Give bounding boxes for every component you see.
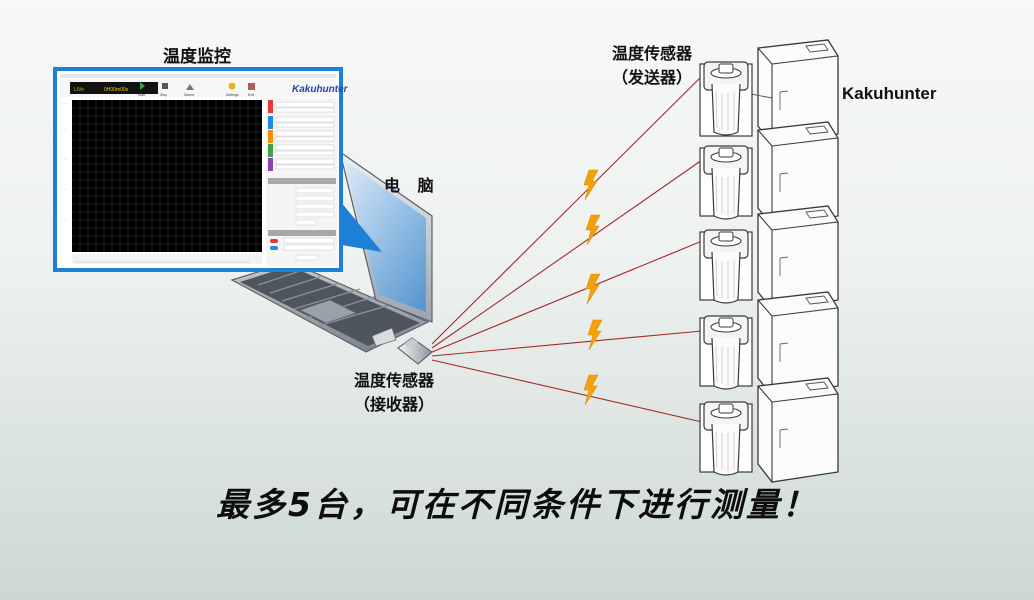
link-2 (431, 159, 703, 349)
exit-icon (248, 83, 255, 90)
lightning-icon (587, 319, 603, 351)
play-icon (140, 82, 145, 90)
lightning-icon (585, 273, 601, 305)
channel-3-marker (268, 130, 273, 143)
lightning-icon (583, 374, 599, 406)
kakuhunter-machine-icon (757, 377, 839, 483)
svg-text:—: — (63, 217, 66, 221)
channel-4-marker (268, 144, 273, 157)
channel-list (268, 100, 335, 171)
device-row-5 (699, 377, 839, 483)
device-row-2 (699, 121, 839, 227)
lightning-icon (585, 214, 601, 246)
link-1 (431, 75, 703, 345)
stop-icon (162, 83, 168, 89)
wireless-links (431, 75, 703, 423)
device-row-1 (699, 39, 839, 145)
receiver-label: 温度传感器 （接收器） (335, 369, 453, 417)
monitor-title: 温度监控 (163, 47, 231, 67)
toolbar-settings: Settings (226, 93, 239, 97)
software-window: LIVe 0H00m00s Start Stop Saved Settings … (53, 67, 382, 272)
sender-label-line1: 温度传感器 (611, 44, 692, 63)
plot-grid (72, 100, 262, 252)
bottom-caption: 最多5台，可在不同条件下进行测量！ (216, 485, 818, 524)
software-logo: Kakuhunter (292, 84, 349, 95)
device-row-4 (699, 291, 839, 397)
channel-5-marker (268, 158, 273, 171)
toolbar-stop: Stop (160, 93, 167, 97)
lightning-group (583, 169, 603, 406)
link-5 (431, 359, 703, 423)
receiver-label-line2: （接收器） (353, 395, 434, 414)
link-4 (431, 330, 703, 357)
svg-text:0H00m00s: 0H00m00s (104, 87, 129, 93)
laptop-icon (230, 150, 433, 353)
channel-1-marker (268, 100, 273, 113)
device-row-3 (699, 205, 839, 311)
usb-receiver-icon (397, 337, 433, 365)
svg-text:—: — (63, 187, 66, 191)
saved-icon (186, 84, 194, 90)
toolbar-saved: Saved (184, 93, 194, 97)
toolbar-exit: Exit (248, 93, 254, 97)
svg-text:—: — (63, 101, 66, 105)
svg-text:—: — (63, 157, 66, 161)
sender-label: 温度传感器 （发送器） (594, 42, 710, 90)
settings-icon (228, 82, 236, 90)
pc-title: 电 脑 (384, 176, 440, 195)
svg-text:LIVe: LIVe (74, 87, 84, 93)
svg-text:—: — (63, 127, 66, 131)
link-3 (431, 240, 703, 353)
toolbar-start: Start (138, 93, 145, 97)
sender-label-line2: （发送器） (611, 68, 692, 87)
lightning-icon (583, 169, 599, 201)
brand-label: Kakuhunter (842, 84, 937, 103)
channel-2-marker (268, 116, 273, 129)
receiver-label-line1: 温度传感器 (353, 371, 434, 390)
